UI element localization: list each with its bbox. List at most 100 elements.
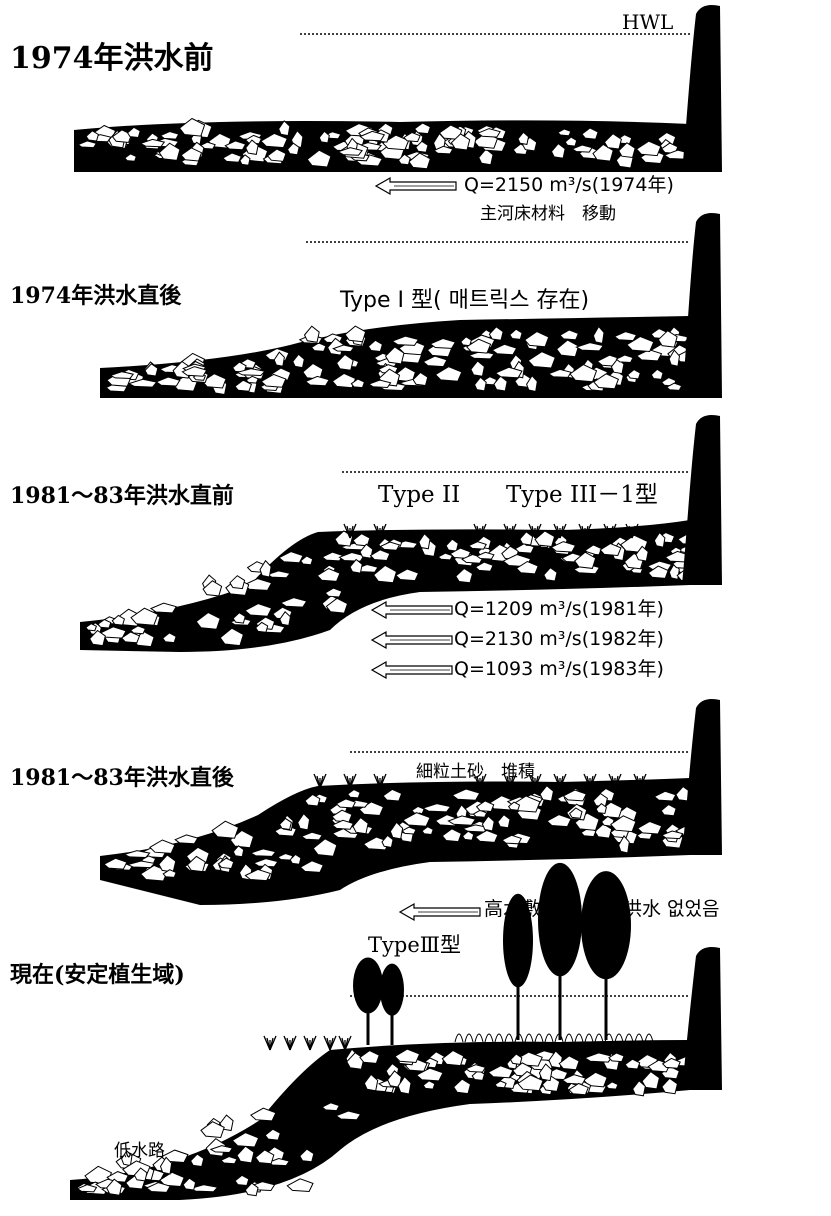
bank-stage-1 — [682, 5, 722, 172]
stone — [219, 627, 245, 647]
grass-tuft-stage-4 — [503, 773, 517, 789]
stone — [155, 376, 181, 387]
stone — [668, 349, 681, 367]
stone — [76, 1184, 98, 1193]
stone — [494, 1080, 507, 1089]
reed-stage-5 — [474, 1033, 484, 1043]
stone — [299, 860, 324, 873]
stone — [359, 543, 374, 559]
type-label-stage-3a: Type II — [378, 482, 461, 508]
tree-stage-5 — [380, 963, 404, 1045]
stone — [211, 820, 240, 839]
stone — [635, 545, 649, 562]
grass-tuft-stage-4 — [633, 773, 647, 789]
reed-stage-5 — [554, 1033, 564, 1043]
stone — [367, 379, 392, 389]
stone — [412, 371, 429, 387]
stone — [231, 361, 247, 373]
stone — [626, 335, 655, 353]
stone — [476, 128, 501, 138]
stone — [461, 830, 475, 841]
stone — [186, 855, 206, 873]
stone — [470, 360, 485, 377]
stone — [316, 568, 341, 582]
stone — [200, 1121, 225, 1139]
grass-tuft-stage-3 — [343, 523, 357, 539]
grass-tuft-stage-3 — [373, 523, 387, 539]
stone — [103, 857, 128, 870]
stone — [568, 1082, 589, 1096]
stone — [603, 133, 622, 150]
stone — [411, 805, 425, 815]
stone — [344, 325, 367, 343]
stone — [245, 375, 259, 384]
stone — [352, 816, 369, 835]
stone — [429, 337, 457, 349]
stone — [394, 568, 420, 582]
stone — [509, 1053, 523, 1065]
reed-stage-5 — [574, 1033, 584, 1043]
stone — [635, 140, 662, 157]
stone — [126, 860, 156, 869]
grass-tuft-stage-4 — [473, 773, 487, 789]
stone — [524, 331, 550, 348]
stone — [543, 567, 558, 582]
stone — [202, 580, 223, 597]
stone — [124, 153, 137, 162]
stone — [381, 834, 394, 848]
grass-tuft-stage-4 — [553, 773, 567, 789]
stone — [379, 541, 401, 551]
bank-stage-5 — [682, 947, 722, 1090]
stone — [501, 834, 523, 845]
stage-4-section — [100, 699, 722, 922]
stone — [475, 800, 495, 813]
stone — [111, 614, 125, 626]
stone — [402, 812, 431, 827]
stone — [236, 1145, 255, 1164]
grass-tuft-stage-4 — [528, 773, 542, 789]
stone — [209, 1145, 234, 1154]
grass-tuft-stage-4 — [373, 773, 387, 789]
stone — [335, 798, 357, 809]
stone — [229, 829, 255, 849]
stone — [359, 130, 386, 142]
stone — [265, 570, 291, 579]
reed-stage-5 — [604, 1033, 614, 1043]
stone — [653, 531, 666, 548]
stone — [562, 789, 587, 802]
stone — [646, 560, 673, 571]
stone — [332, 344, 355, 353]
stone — [149, 839, 176, 854]
grass-tuft-stage-4 — [608, 773, 622, 789]
reed-stage-5 — [614, 1033, 624, 1043]
stone — [331, 819, 355, 830]
stone — [244, 603, 273, 617]
stone — [451, 788, 481, 801]
stone — [145, 1182, 171, 1193]
stone — [286, 142, 300, 156]
stone — [235, 368, 266, 377]
stone — [254, 1149, 275, 1165]
stone — [613, 331, 638, 342]
type-label-stage-2: Type I 型( 매트릭스 存在) — [340, 288, 590, 313]
stone — [201, 373, 227, 389]
stone — [245, 139, 259, 155]
grass-tuft-stage-3 — [625, 523, 639, 539]
stone — [346, 1052, 365, 1070]
stone — [455, 567, 474, 584]
stone — [415, 1067, 444, 1082]
stone — [391, 335, 420, 346]
stone — [185, 846, 210, 865]
stone — [123, 850, 151, 859]
hwl-label: HWL — [622, 10, 674, 34]
reed-stage-5 — [464, 1033, 474, 1043]
stone — [394, 1048, 421, 1064]
stone — [476, 551, 495, 560]
stone — [369, 549, 391, 562]
stone — [229, 575, 246, 590]
stone — [517, 131, 530, 145]
stone — [464, 1064, 487, 1073]
stone — [77, 140, 98, 149]
stone — [335, 353, 354, 371]
stone — [89, 629, 106, 647]
